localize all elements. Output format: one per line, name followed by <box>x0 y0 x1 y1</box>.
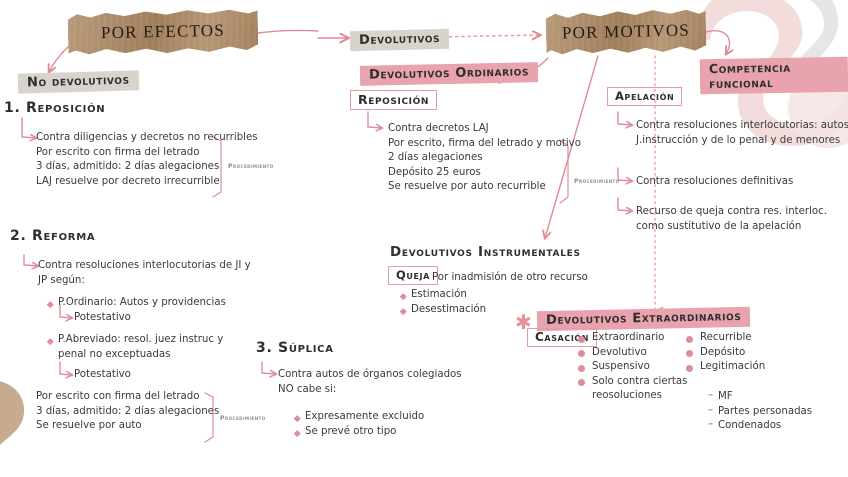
list-item: Legitimación <box>686 360 765 375</box>
devolutivos-ordinarios-lines: Contra decretos LAJ Por escrito, firma d… <box>388 122 581 195</box>
list-item: Desestimación <box>400 303 486 318</box>
banner-por-motivos-text: POR MOTIVOS <box>561 20 691 43</box>
list-item: Por escrito con firma del letrado <box>36 146 200 158</box>
list-item: J.instrucción y de lo penal y de menores <box>636 134 841 146</box>
heading-devolutivos-instrumentales: Devolutivos Instrumentales <box>390 244 581 260</box>
reforma-sub-1: Potestativo <box>74 368 131 383</box>
list-item: Contra diligencias y decretos no recurri… <box>36 132 258 143</box>
list-item: NO cabe si: <box>278 383 337 395</box>
list-item: Contra autos de órganos colegiados <box>278 369 462 380</box>
list-item: Se prevé otro tipo <box>294 425 424 440</box>
list-item: Contra resoluciones interlocutorias de J… <box>38 260 251 271</box>
reforma-title: Reforma <box>32 228 96 244</box>
list-item: Potestativo <box>74 312 131 323</box>
procedimiento-label-ordinarios: Procedimiento <box>574 178 620 185</box>
casacion-bullets-left: Extraordinario Devolutivo Suspensivo Sol… <box>578 331 687 404</box>
list-item: Se resuelve por auto recurrible <box>388 181 546 193</box>
list-item: reosoluciones <box>592 390 662 402</box>
label-devolutivos: Devolutivos <box>349 28 450 52</box>
box-casacion: Casación <box>527 328 598 347</box>
box-queja: Queja <box>388 266 438 285</box>
list-item: Solo contra ciertas <box>578 375 687 390</box>
list-item: Contra resoluciones definitivas <box>636 176 794 187</box>
heading-suplica: 3. Súplica <box>256 340 334 356</box>
reposicion-lines: Contra diligencias y decretos no recurri… <box>36 131 258 189</box>
list-item: P.Abreviado: resol. juez instruc y <box>47 333 223 348</box>
list-item: Partes personadas <box>708 404 812 420</box>
reforma-bullets: P.Ordinario: Autos y providencias <box>47 296 226 311</box>
box-apelacion: Apelación <box>607 87 683 106</box>
list-item: 2 días alegaciones <box>388 152 483 164</box>
list-item: Contra decretos LAJ <box>388 123 489 134</box>
queja-bullets: Estimación Desestimación <box>400 288 486 317</box>
suplica-lines: Contra autos de órganos colegiados NO ca… <box>278 368 462 397</box>
heading-reposicion-no-devolutivo: 1. Reposición <box>4 100 105 116</box>
reposicion-number: 1. <box>4 100 21 116</box>
list-item: Recurso de queja contra res. interloc. <box>636 206 827 217</box>
list-item: Estimación <box>400 288 486 303</box>
legitimacion-sub-items: MF Partes personadas Condenados <box>708 389 812 434</box>
procedimiento-label-reposicion: Procedimiento <box>228 163 274 170</box>
list-item: 3 días, admitido: 2 días alegaciones <box>36 161 220 173</box>
list-item: Devolutivo <box>578 346 687 361</box>
list-item: penal no exceptuadas <box>58 348 171 360</box>
heading-reforma: 2. Reforma <box>10 228 95 244</box>
reposicion-title: Reposición <box>26 100 106 116</box>
list-item: Recurrible <box>686 331 765 346</box>
reforma-sub-0: Potestativo <box>74 311 131 326</box>
list-item: Por escrito con firma del letrado <box>36 391 200 402</box>
queja-lead: Por inadmisión de otro recurso <box>432 271 588 286</box>
list-item: Depósito <box>686 346 765 361</box>
suplica-bullets: Expresamente excluido Se prevé otro tipo <box>294 410 424 439</box>
list-item: Potestativo <box>74 369 131 380</box>
procedimiento-label-reforma: Procedimiento <box>220 415 266 422</box>
suplica-number: 3. <box>256 340 273 356</box>
list-item: Expresamente excluido <box>294 410 424 425</box>
list-item: Por escrito, firma del letrado y motivo <box>388 137 581 149</box>
casacion-bullets-right: Recurrible Depósito Legitimación <box>686 331 765 375</box>
reforma-lines: Contra resoluciones interlocutorias de J… <box>38 259 251 288</box>
list-item: Se resuelve por auto <box>36 420 142 432</box>
label-no-devolutivos: No devolutivos <box>17 70 139 94</box>
list-item: Condenados <box>708 418 812 434</box>
label-competencia-funcional: Competencia funcional <box>699 56 848 95</box>
list-item: Contra resoluciones interlocutorias: aut… <box>636 120 848 131</box>
asterisk-icon: ✱ <box>515 310 532 334</box>
reforma-bullets-2: P.Abreviado: resol. juez instruc y penal… <box>47 333 223 362</box>
list-item: LAJ resuelve por decreto irrecurrible <box>36 175 220 187</box>
list-item: Por inadmisión de otro recurso <box>432 272 588 283</box>
apelacion-entry-1: Contra resoluciones definitivas <box>636 175 793 190</box>
list-item: Extraordinario <box>578 331 687 346</box>
heading-devolutivos-ordinarios: Devolutivos Ordinarios <box>359 62 539 86</box>
list-item: MF <box>708 389 812 405</box>
reforma-procedure-lines: Por escrito con firma del letrado 3 días… <box>36 390 219 434</box>
apelacion-entry-2: Recurso de queja contra res. interloc. c… <box>636 205 827 234</box>
list-item: P.Ordinario: Autos y providencias <box>47 296 226 311</box>
apelacion-entry-0: Contra resoluciones interlocutorias: aut… <box>636 119 848 148</box>
list-item: Depósito 25 euros <box>388 166 481 178</box>
banner-por-efectos-text: POR EFECTOS <box>100 20 226 43</box>
reforma-number: 2. <box>10 228 27 244</box>
suplica-title: Súplica <box>278 340 334 356</box>
list-item: 3 días, admitido: 2 días alegaciones <box>36 405 220 417</box>
list-item: como sustitutivo de la apelación <box>636 220 802 232</box>
box-reposicion-ordinario: Reposición <box>350 90 437 110</box>
list-item: JP según: <box>38 274 85 286</box>
list-item: Suspensivo <box>578 360 687 375</box>
